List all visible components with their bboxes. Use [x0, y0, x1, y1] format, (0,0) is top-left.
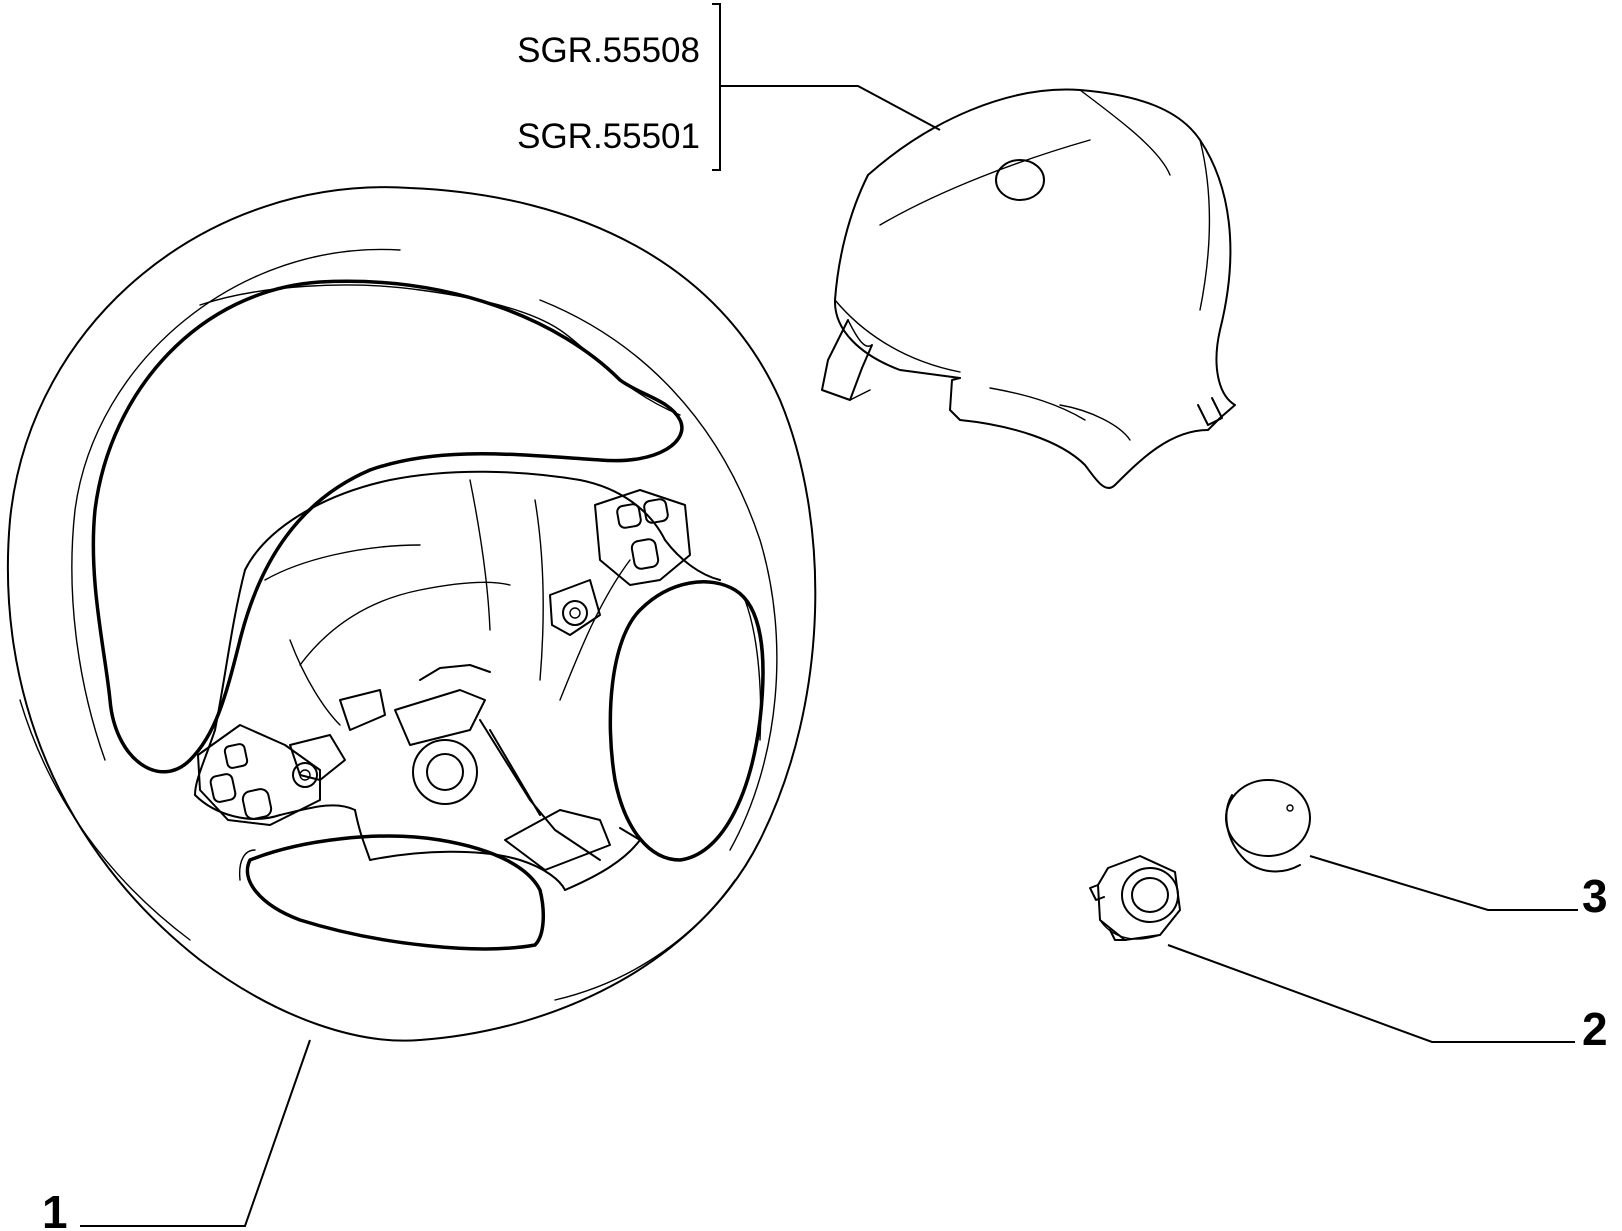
reference-bracket: [712, 3, 941, 171]
leader-line-1: [80, 1039, 311, 1227]
nut: [1089, 855, 1181, 941]
leader-line-2: [1167, 944, 1575, 1043]
airbag-cover: [821, 88, 1236, 489]
cap: [1225, 779, 1311, 873]
ref-code-2: SGR.55501: [517, 117, 700, 156]
callout-2: 2: [1582, 1003, 1608, 1055]
callout-3: 3: [1582, 870, 1608, 922]
reference-group: SGR.55508 SGR.55501: [517, 3, 941, 171]
ref-code-1: SGR.55508: [517, 31, 700, 70]
steering-wheel: [6, 186, 817, 1042]
leader-line-3: [1309, 855, 1578, 911]
callout-1: 1: [42, 1186, 68, 1231]
